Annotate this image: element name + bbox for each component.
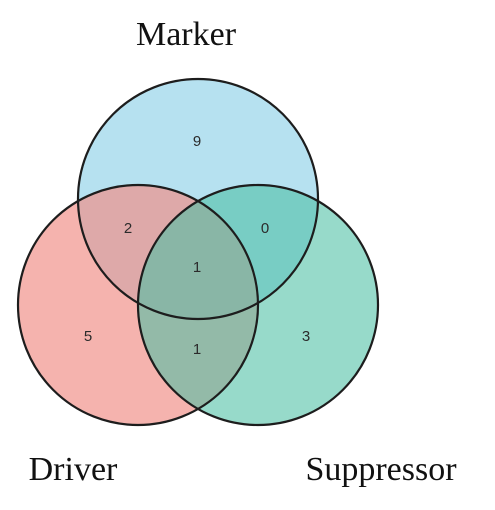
- marker-circle-outline: [76, 77, 320, 321]
- marker-only-count: 9: [193, 133, 201, 150]
- driver-only-count: 5: [84, 328, 92, 345]
- all-three-count: 1: [193, 259, 201, 276]
- marker-label: Marker: [136, 16, 237, 53]
- suppressor-circle-outline: [136, 183, 380, 427]
- driver-label: Driver: [29, 451, 118, 488]
- suppressor-label: Suppressor: [305, 451, 457, 488]
- driver-circle-outline: [16, 183, 260, 427]
- driver-suppressor-count: 1: [193, 341, 201, 358]
- suppressor-only-count: 3: [302, 328, 310, 345]
- marker-driver-count: 2: [124, 220, 132, 237]
- marker-suppressor-count: 0: [261, 220, 269, 237]
